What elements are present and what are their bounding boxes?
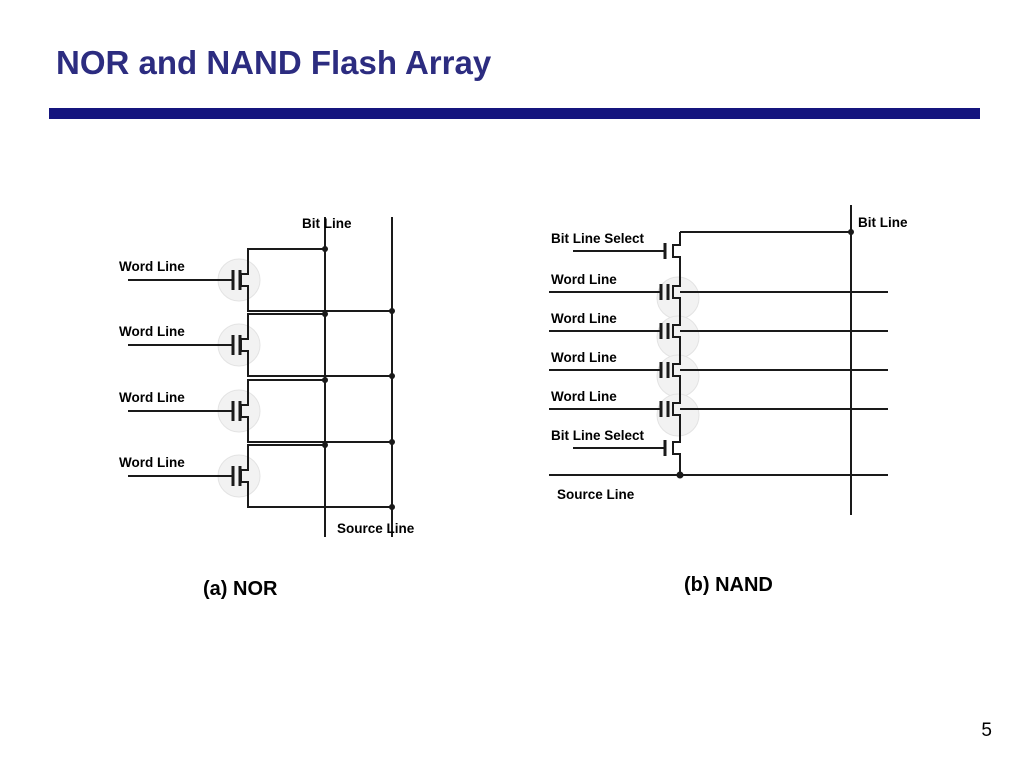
title-divider xyxy=(49,108,980,119)
nor-cell-row-2 xyxy=(128,311,395,379)
nor-bit-line-junction-4 xyxy=(322,442,328,448)
nor-channel-4 xyxy=(240,460,249,492)
nand-cell-row-3 xyxy=(549,362,888,378)
nor-source-line-junction-2 xyxy=(389,373,395,379)
page-title: NOR and NAND Flash Array xyxy=(56,44,492,81)
nand-source-line-junction xyxy=(676,471,684,479)
nand-select-row-bottom xyxy=(573,440,667,456)
page-number: 5 xyxy=(981,720,992,741)
figure-caption-nor: (a) NOR xyxy=(203,578,278,600)
nor-bit-line-junction-3 xyxy=(322,377,328,383)
nor-source-branch-1 xyxy=(247,296,392,312)
nand-cell-row-1 xyxy=(549,284,888,300)
nor-cell-halos xyxy=(217,258,261,498)
figure-area: Word Line Word Line Word Line Word Line … xyxy=(0,185,1024,555)
nor-source-line-junction-1 xyxy=(389,308,395,314)
nand-cell-row-2 xyxy=(549,323,888,339)
nor-source-branch-3 xyxy=(247,427,392,443)
nand-cell-halos xyxy=(656,276,700,437)
nand-bit-line-junction xyxy=(848,229,854,235)
nand-row-label-3: Word Line xyxy=(551,311,617,326)
nor-source-line-label: Source Line xyxy=(337,521,415,536)
nand-row-label-1: Bit Line Select xyxy=(551,231,645,246)
nor-word-line-label-1: Word Line xyxy=(119,259,185,274)
nor-source-line-junction-4 xyxy=(389,504,395,510)
nor-array-figure: Word Line Word Line Word Line Word Line … xyxy=(119,216,415,537)
nand-row-label-6: Bit Line Select xyxy=(551,428,645,443)
nor-drain-branch-3 xyxy=(247,379,325,395)
nor-drain-branch-1 xyxy=(247,248,325,264)
nor-channel-2 xyxy=(240,329,249,361)
nor-cell-row-4 xyxy=(128,442,395,510)
nor-source-branch-4 xyxy=(247,492,392,508)
nand-row-label-2: Word Line xyxy=(551,272,617,287)
nor-bit-line-label: Bit Line xyxy=(302,216,352,231)
nor-bit-line-junction-1 xyxy=(322,246,328,252)
nand-row-label-5: Word Line xyxy=(551,389,617,404)
nand-source-line-label: Source Line xyxy=(557,487,635,502)
nand-bit-line-label: Bit Line xyxy=(858,215,908,230)
nor-source-line-junction-3 xyxy=(389,439,395,445)
nor-word-line-label-3: Word Line xyxy=(119,390,185,405)
nor-word-line-label-4: Word Line xyxy=(119,455,185,470)
nor-word-line-label-2: Word Line xyxy=(119,324,185,339)
nor-drain-branch-2 xyxy=(247,313,325,329)
nand-select-row-top xyxy=(573,243,667,259)
nor-cell-row-3 xyxy=(128,377,395,445)
nand-row-label-4: Word Line xyxy=(551,350,617,365)
nor-channel-1 xyxy=(240,264,249,296)
nand-cell-row-4 xyxy=(549,401,888,417)
nor-bit-line-junction-2 xyxy=(322,311,328,317)
nand-array-figure: Bit Line Select Word Line Word Line Word… xyxy=(549,205,908,515)
nor-channel-3 xyxy=(240,395,249,427)
nand-series-chain xyxy=(672,232,681,475)
nor-cell-row-1 xyxy=(128,246,395,314)
nor-drain-branch-4 xyxy=(247,444,325,460)
nor-source-branch-2 xyxy=(247,361,392,377)
figure-caption-nand: (b) NAND xyxy=(684,574,773,596)
